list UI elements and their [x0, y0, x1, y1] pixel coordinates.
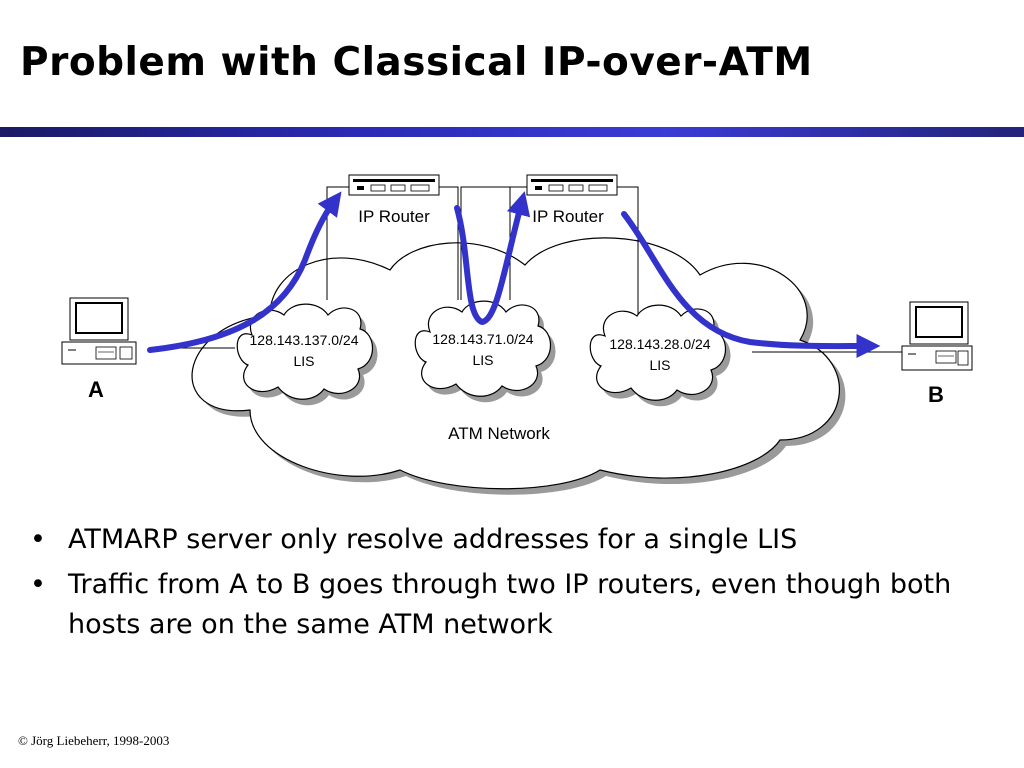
footer-copyright: © Jörg Liebeherr, 1998-2003 [18, 733, 170, 748]
router-1-label: IP Router [358, 207, 430, 226]
lis-cloud-3 [589, 304, 731, 407]
router-icon [526, 174, 618, 196]
lis-2-label: LIS [472, 352, 493, 368]
bullet-marker: • [30, 524, 46, 555]
host-a-label: A [88, 377, 104, 402]
lis-3-network: 128.143.28.0/24 [609, 336, 710, 352]
bullet-text: ATMARP server only resolve addresses for… [68, 524, 798, 555]
lis-2-network: 128.143.71.0/24 [432, 331, 533, 347]
host-b-computer-icon [901, 301, 973, 371]
traffic-path [147, 191, 881, 359]
lis-1-network: 128.143.137.0/24 [250, 332, 359, 348]
path-segment-a-to-router-1 [147, 191, 342, 353]
path-segment-router-2-to-b [621, 211, 881, 359]
host-b-label: B [928, 382, 944, 407]
path-segment-router-1-to-router-2 [454, 191, 531, 325]
title-rule [0, 127, 1024, 137]
bullet-marker: • [30, 569, 46, 600]
bullet-item: • Traffic from A to B goes through two I… [30, 565, 990, 645]
lis-1-label: LIS [293, 353, 314, 369]
host-a-computer-icon [61, 297, 137, 365]
bullet-list: • ATMARP server only resolve addresses f… [30, 520, 990, 650]
network-diagram: ATM Network 128.143.137.0/24 LIS 128.143… [61, 174, 973, 495]
router-2-label: IP Router [532, 207, 604, 226]
slide-title: Problem with Classical IP-over-ATM [20, 40, 813, 85]
atm-network-label: ATM Network [448, 424, 550, 443]
bullet-text: Traffic from A to B goes through two IP … [68, 569, 952, 640]
bullet-item: • ATMARP server only resolve addresses f… [30, 520, 990, 560]
lis-3-label: LIS [649, 357, 670, 373]
router-icon [348, 174, 440, 196]
